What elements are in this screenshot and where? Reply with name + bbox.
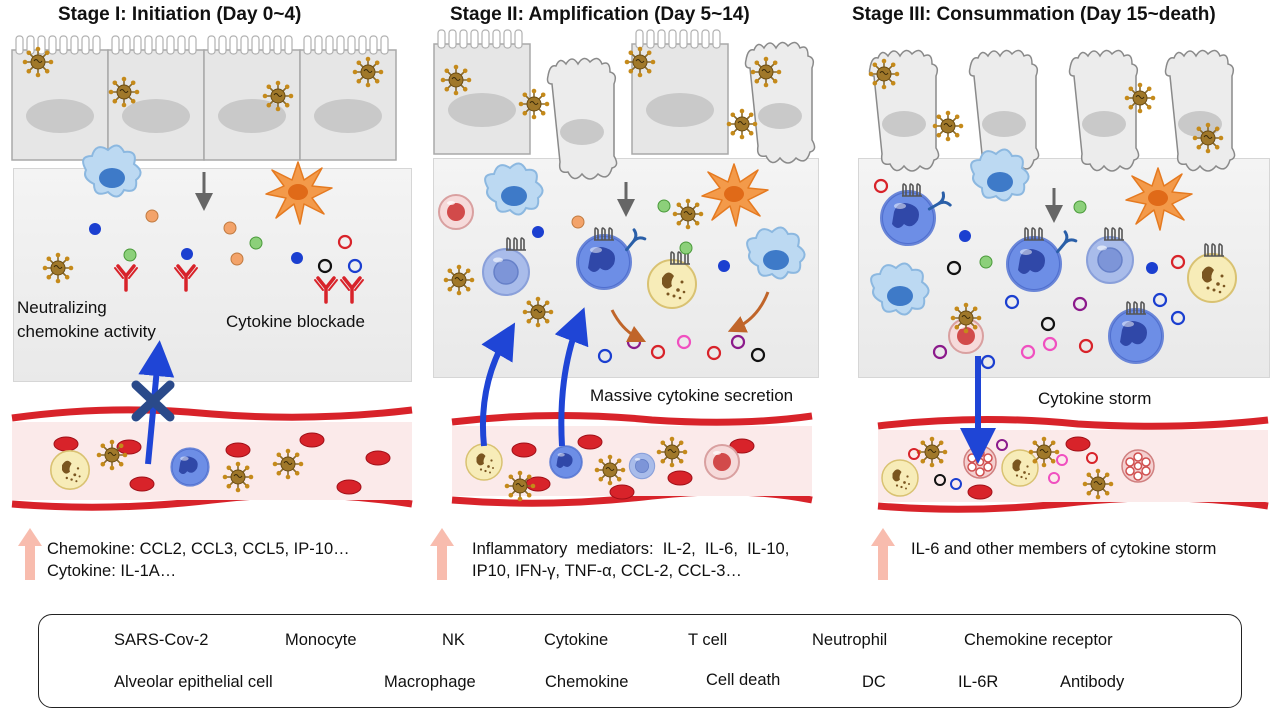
epithelial-cell-icon: [299, 35, 397, 161]
stage-3-title: Stage III: Consummation (Day 15~death): [852, 4, 1216, 25]
stage-2-epithelium: [433, 29, 816, 180]
nk-cell-icon: [1086, 236, 1134, 284]
stage-2-mediators-line2: IP10, IFN-γ, TNF-α, CCL-2, CCL-3…: [472, 562, 742, 580]
virus-icon: [521, 295, 555, 329]
block-cross-icon: [131, 380, 175, 422]
antibody-icon: [113, 264, 139, 292]
increase-arrow-icon: [18, 528, 42, 580]
stage-1-mediators-line1: Chemokine: CCL2, CCL3, CCL5, IP-10…: [47, 540, 350, 558]
antibody-icon: [313, 276, 339, 304]
legend-nk-label: NK: [442, 631, 465, 649]
recruitment-arrow-icon: [479, 322, 516, 447]
legend: [38, 614, 1242, 708]
legend-epithelial-label: Alveolar epithelial cell: [114, 673, 273, 691]
neutralizing-label: Neutralizing: [17, 298, 107, 317]
damaged-epithelial-cell-icon: [546, 57, 618, 180]
stage-1-vessel: [11, 406, 413, 511]
legend-tcell-label: T cell: [688, 631, 728, 649]
increase-arrow-icon: [430, 528, 454, 580]
virus-icon: [41, 251, 75, 285]
virus-icon: [517, 87, 551, 121]
epithelial-cell-icon: [203, 35, 301, 161]
stage-1-mediators: Chemokine: CCL2, CCL3, CCL5, IP-10… Cyto…: [47, 538, 350, 582]
macrophage-icon: [746, 226, 806, 280]
cytokine-blockade-label: Cytokine blockade: [226, 312, 365, 331]
stage-3-mediators: IL-6 and other members of cytokine storm: [911, 538, 1216, 560]
increase-arrows: [18, 528, 895, 580]
stage-2-vessel: [451, 411, 813, 507]
chemokine-activity-label: chemokine activity: [17, 322, 156, 341]
virus-icon: [931, 109, 965, 143]
virus-icon: [442, 263, 476, 297]
damaged-epithelial-cell-icon: [1164, 49, 1236, 172]
chemokine-dots: [89, 209, 363, 274]
monocyte-icon: [880, 190, 936, 246]
virus-icon: [107, 75, 141, 109]
nk-cell-icon: [482, 248, 530, 296]
monocyte-icon: [1006, 236, 1062, 292]
blocked-arrow-icon: [138, 340, 175, 465]
stage-3-cytokine-dots: [873, 178, 1186, 370]
macrophage-icon: [484, 162, 544, 216]
massive-secretion-label: Massive cytokine secretion: [590, 386, 794, 405]
virus-icon: [1191, 121, 1225, 155]
virus-icon: [725, 107, 759, 141]
legend-cell-death-label: Cell death: [706, 671, 781, 689]
increase-arrow-icon: [871, 528, 895, 580]
secretion-arrow-icon: [610, 309, 647, 343]
dc-icon: [265, 161, 333, 225]
stage-2-mediators-line1: Inflammatory mediators: IL-2, IL-6, IL-1…: [472, 540, 790, 558]
damaged-epithelial-cell-icon: [744, 41, 816, 164]
macrophage-icon: [970, 148, 1030, 202]
neutrophil-icon: [647, 259, 697, 309]
stage-1-title: Stage I: Initiation (Day 0~4): [58, 4, 302, 25]
epithelial-cell-icon: [433, 29, 531, 155]
virus-icon: [671, 197, 705, 231]
virus-icon: [439, 63, 473, 97]
legend-dc-label: DC: [862, 673, 886, 691]
legend-il6r-label: IL-6R: [958, 673, 999, 691]
damaged-epithelial-cell-icon: [1068, 49, 1140, 172]
stage-3-vessel: [877, 415, 1269, 513]
legend-macrophage-label: Macrophage: [384, 673, 476, 691]
stage-3-epithelium: [867, 49, 1236, 172]
legend-neutrophil-label: Neutrophil: [812, 631, 888, 649]
virus-icon: [867, 57, 901, 91]
stage-3-mediators-line1: IL-6 and other members of cytokine storm: [911, 540, 1217, 558]
stage-2-mediators: Inflammatory mediators: IL-2, IL-6, IL-1…: [472, 538, 789, 582]
neutrophil-icon: [1187, 253, 1237, 303]
legend-chemokine-label: Chemokine: [545, 673, 629, 691]
legend-monocyte-label: Monocyte: [285, 631, 357, 649]
t-cell-icon: [438, 194, 474, 230]
stage-1-epithelium: [11, 35, 397, 161]
virus-icon: [351, 55, 385, 89]
dc-icon: [1125, 167, 1193, 231]
antibody-icon: [173, 264, 199, 292]
virus-icon: [21, 45, 55, 79]
epithelial-cell-icon: [11, 35, 109, 161]
legend-chemokine-receptor-label: Chemokine receptor: [964, 631, 1113, 649]
legend-sars-label: SARS-Cov-2: [114, 631, 209, 649]
antibody-icon: [339, 276, 365, 304]
macrophage-icon: [870, 262, 930, 316]
virus-icon: [949, 301, 983, 335]
virus-icon: [261, 79, 295, 113]
virus-icon: [623, 45, 657, 79]
recruitment-arrow-icon: [554, 307, 589, 447]
secretion-arrow-icon: [727, 291, 770, 333]
legend-antibody-label: Antibody: [1060, 673, 1125, 691]
stage-2-cytokine-dots: [532, 199, 766, 364]
legend-cytokine-label: Cytokine: [544, 631, 609, 649]
monocyte-icon: [576, 234, 632, 290]
monocyte-icon: [1108, 308, 1164, 364]
dc-icon: [701, 163, 769, 227]
stage-1-mediators-line2: Cytokine: IL-1A…: [47, 562, 177, 580]
virus-icon: [749, 55, 783, 89]
cytokine-storm-label: Cytokine storm: [1038, 389, 1152, 408]
virus-icon: [1123, 81, 1157, 115]
stage-2-title: Stage II: Amplification (Day 5~14): [450, 4, 750, 25]
epithelial-cell-icon: [631, 29, 729, 155]
